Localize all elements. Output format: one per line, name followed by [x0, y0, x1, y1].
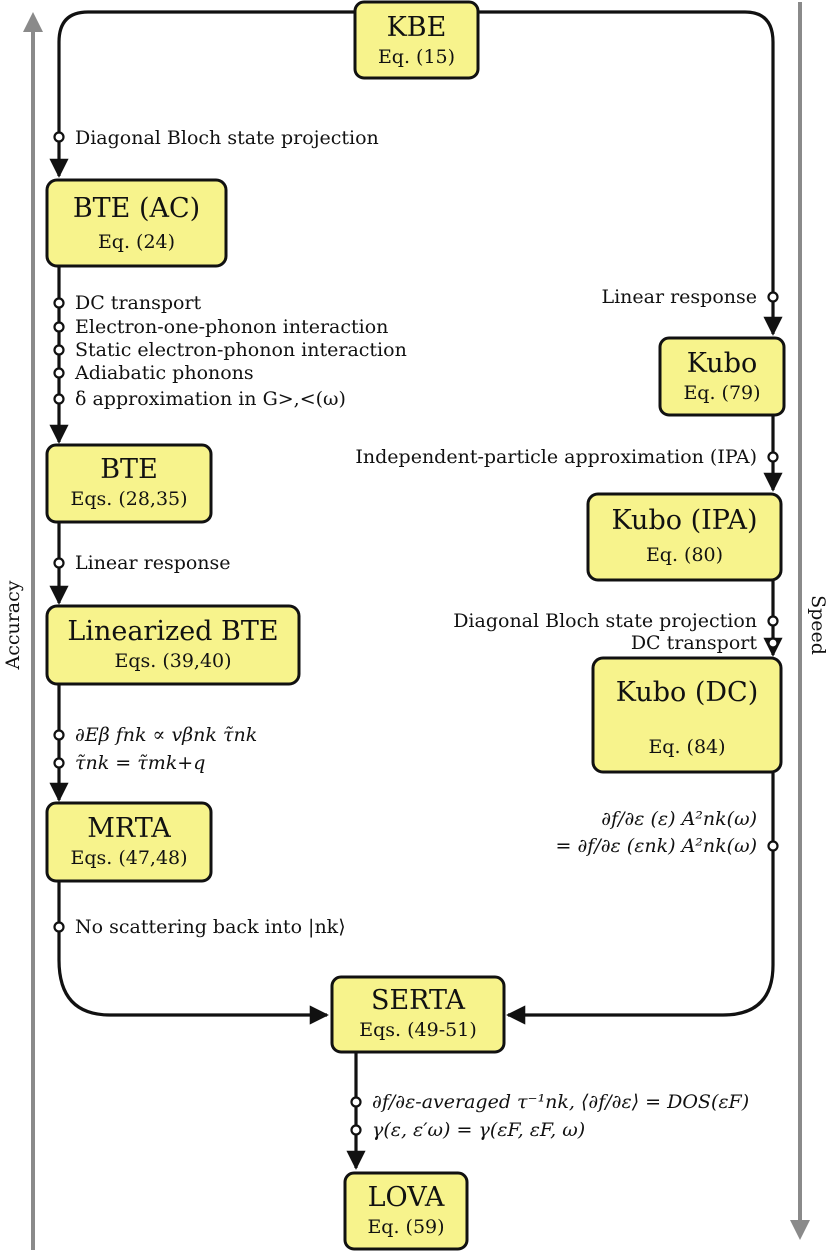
box-bte-ac: BTE (AC) Eq. (24): [45, 178, 228, 268]
step-node: [767, 291, 779, 303]
step-label: ∂f/∂ε-averaged τ⁻¹nk, ⟨∂f/∂ε⟩ = DOS(εF): [372, 1091, 749, 1113]
step-node: [53, 921, 65, 933]
step-label: Electron-one-phonon interaction: [75, 316, 388, 338]
box-title: Linearized BTE: [67, 616, 278, 647]
step-label: ∂f/∂ε (ε) A²nk(ω): [601, 808, 757, 830]
box-equation: Eq. (59): [367, 1216, 444, 1238]
accuracy-axis: Accuracy: [2, 12, 43, 1250]
step-label: No scattering back into |nk⟩: [75, 916, 346, 938]
box-equation: Eqs. (28,35): [70, 488, 187, 510]
box-title: Kubo (IPA): [611, 505, 757, 536]
box-title: SERTA: [371, 985, 466, 1016]
edge-mrta-serta: [57, 882, 329, 1025]
bottom-step-labels: ∂f/∂ε-averaged τ⁻¹nk, ⟨∂f/∂ε⟩ = DOS(εF) …: [372, 1091, 749, 1141]
box-equation: Eq. (80): [646, 544, 723, 566]
box-equation: Eqs. (47,48): [70, 847, 187, 869]
box-kubo-ipa: Kubo (IPA) Eq. (80): [586, 492, 783, 582]
step-node: [53, 557, 65, 569]
step-label: Linear response: [601, 286, 757, 308]
step-label: τ̃nk = τ̃mk+q: [75, 752, 205, 774]
step-label: = ∂f/∂ε (εnk) A²nk(ω): [556, 835, 758, 857]
edge-dc-serta: [506, 773, 775, 1025]
edge-kbe-kubo: [478, 10, 783, 336]
step-node: [53, 297, 65, 309]
step-node: [53, 729, 65, 741]
step-node: [53, 393, 65, 405]
step-node: [350, 1096, 362, 1108]
edge-kbe-bte-ac: [49, 10, 355, 178]
box-linearized-bte: Linearized BTE Eqs. (39,40): [45, 604, 301, 686]
right-step-labels: Linear response Independent-particle app…: [355, 286, 757, 857]
box-kubo: Kubo Eq. (79): [658, 336, 786, 417]
box-equation: Eq. (84): [648, 736, 725, 758]
step-node: [53, 367, 65, 379]
step-label: ∂Eβ fnk ∝ vβnk τ̃nk: [75, 724, 257, 746]
speed-axis: Speed: [790, 2, 829, 1240]
box-equation: Eq. (15): [378, 46, 455, 68]
step-label: δ approximation in G>,<(ω): [75, 388, 346, 410]
step-label: Static electron-phonon interaction: [75, 339, 407, 361]
box-title: Kubo (DC): [616, 677, 758, 708]
box-title: BTE: [100, 454, 158, 485]
step-nodes: [53, 131, 779, 1136]
speed-axis-label: Speed: [807, 595, 829, 655]
box-title: BTE (AC): [73, 193, 200, 224]
step-node: [53, 321, 65, 333]
step-node: [767, 615, 779, 627]
box-equation: Eqs. (49-51): [359, 1019, 476, 1041]
box-title: KBE: [387, 12, 447, 43]
box-bte: BTE Eqs. (28,35): [45, 443, 213, 524]
step-label: Linear response: [75, 552, 231, 574]
step-node: [767, 637, 779, 649]
accuracy-axis-label: Accuracy: [2, 580, 24, 670]
step-node: [350, 1124, 362, 1136]
box-lova: LOVA Eq. (59): [343, 1171, 469, 1251]
box-mrta: MRTA Eqs. (47,48): [45, 801, 213, 883]
step-label: Diagonal Bloch state projection: [453, 610, 757, 632]
step-label: DC transport: [75, 292, 202, 314]
box-title: MRTA: [87, 813, 171, 844]
box-title: LOVA: [368, 1182, 445, 1213]
left-step-labels: Diagonal Bloch state projection DC trans…: [74, 127, 407, 938]
step-node: [767, 451, 779, 463]
box-kubo-dc: Kubo (DC) Eq. (84): [591, 656, 783, 774]
box-kbe: KBE Eq. (15): [353, 0, 480, 80]
box-equation: Eq. (79): [683, 382, 760, 404]
step-label: Diagonal Bloch state projection: [75, 127, 379, 149]
step-node: [53, 344, 65, 356]
step-label: Independent-particle approximation (IPA): [355, 446, 757, 468]
box-equation: Eq. (24): [98, 231, 175, 253]
step-label: Adiabatic phonons: [74, 362, 254, 384]
step-node: [53, 757, 65, 769]
box-equation: Eqs. (39,40): [114, 650, 231, 672]
step-label: DC transport: [631, 632, 758, 654]
step-label: γ(ε, ε′ω) = γ(εF, εF, ω): [372, 1119, 585, 1141]
step-node: [767, 840, 779, 852]
step-node: [53, 131, 65, 143]
box-serta: SERTA Eqs. (49-51): [330, 975, 506, 1054]
box-title: Kubo: [687, 348, 758, 379]
